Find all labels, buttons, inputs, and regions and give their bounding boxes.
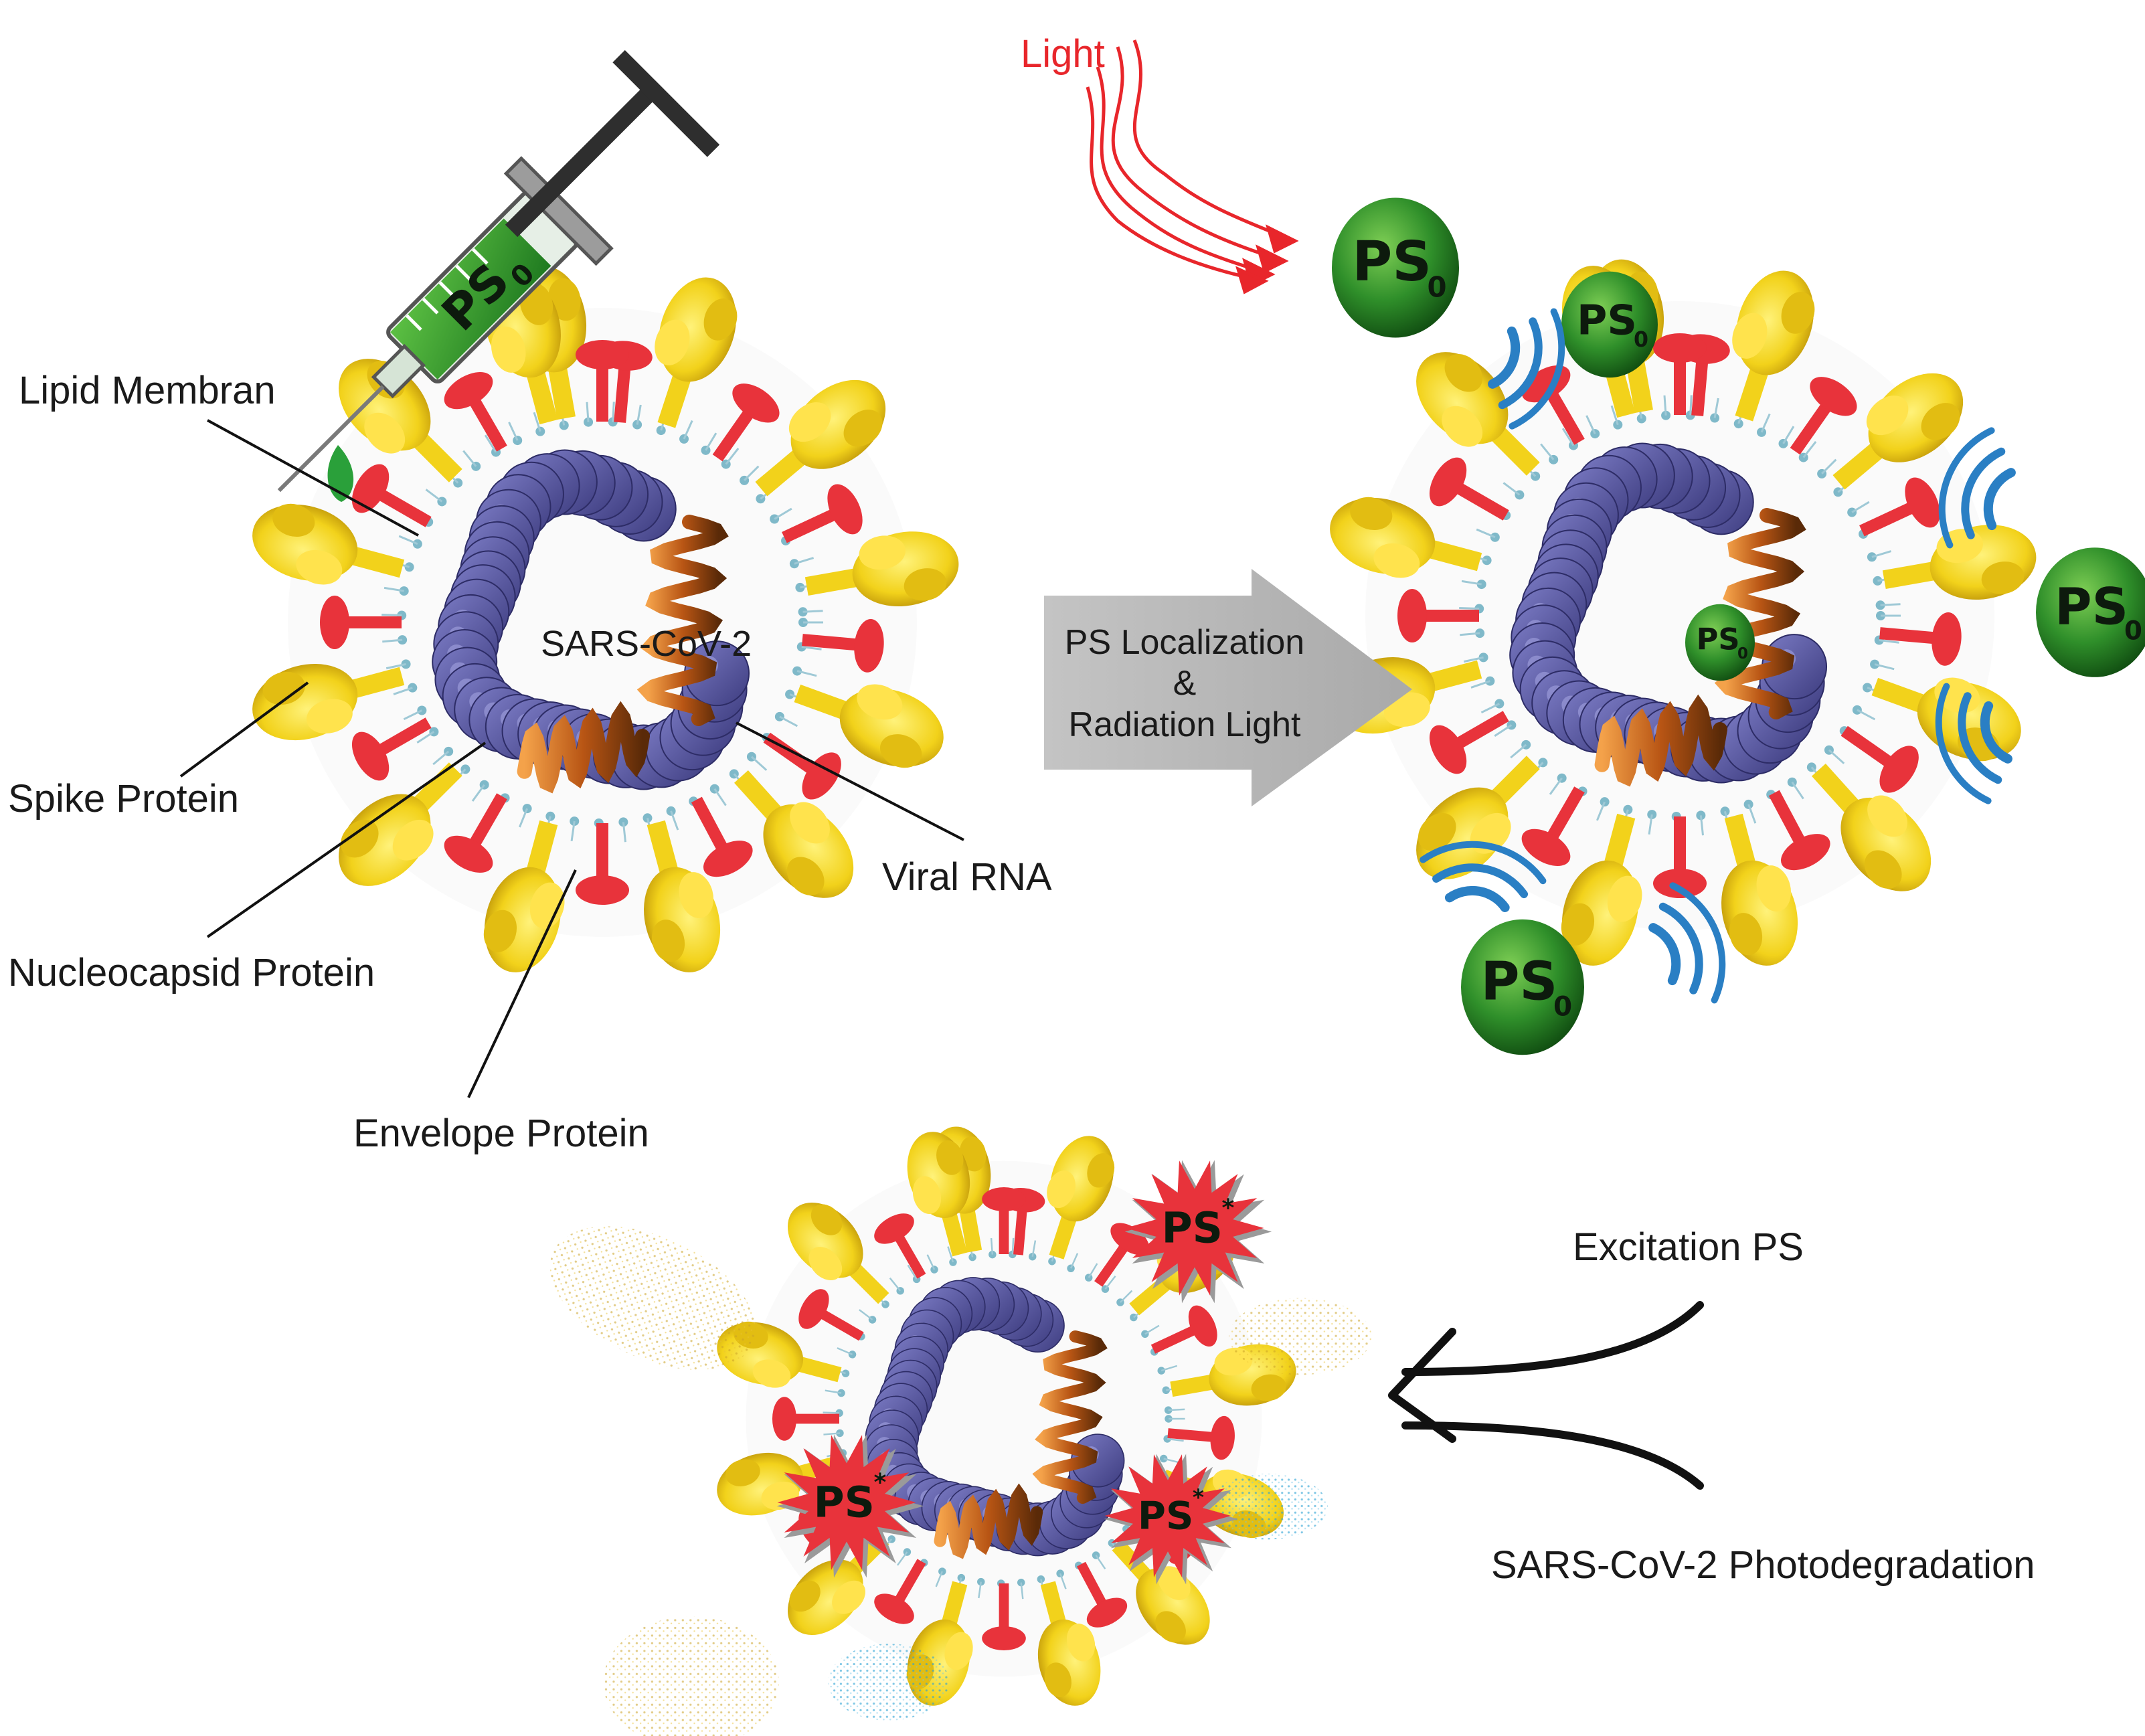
photosensitizer-4: PS0: [1461, 919, 1584, 1055]
process-line-3: Radiation Light: [1068, 705, 1301, 744]
waves-1: [1488, 308, 1565, 430]
excited-ps-2: PS*: [776, 1434, 924, 1578]
virus-with-photosensitizers: [1330, 259, 2037, 966]
svg-text:PS: PS: [1352, 230, 1432, 294]
label-viral-rna: Viral RNA: [882, 855, 1052, 899]
viral-rna: [517, 515, 729, 794]
svg-text:*: *: [1193, 1485, 1204, 1510]
process-line-1: PS Localization: [1064, 623, 1305, 662]
waves-4: [1420, 841, 1547, 912]
excited-ps-3: PS*: [1104, 1454, 1238, 1585]
svg-text:*: *: [874, 1469, 887, 1496]
label-lipid-membrane: Lipid Membran: [19, 369, 276, 412]
photosensitizer-5: PS0: [1685, 604, 1755, 681]
svg-text:0: 0: [1553, 990, 1572, 1022]
drop: [327, 445, 354, 502]
waves-3: [1935, 683, 2012, 804]
viral-rna: [1594, 508, 1806, 787]
label-nucleocapsid-protein: Nucleocapsid Protein: [8, 951, 375, 994]
photosensitizer-2: PS0: [1561, 271, 1658, 378]
viral-rna: [934, 1330, 1108, 1559]
svg-text:*: *: [1222, 1195, 1235, 1222]
svg-text:0: 0: [1634, 328, 1648, 352]
process-arrow-text: PS Localization & Radiation Light: [1057, 622, 1312, 746]
photosensitizer-3: PS0: [2036, 547, 2145, 677]
return-arrows: [1388, 1301, 1704, 1490]
leader-lines: [179, 419, 964, 1098]
svg-text:PS: PS: [1162, 1204, 1223, 1253]
svg-text:PS: PS: [1577, 296, 1637, 344]
process-line-2: &: [1173, 664, 1197, 703]
waves-5: [1648, 882, 1726, 1004]
svg-text:PS: PS: [1480, 950, 1557, 1012]
svg-text:PS: PS: [2055, 578, 2128, 636]
excited-ps-1: PS*: [1124, 1160, 1272, 1304]
label-envelope-protein: Envelope Protein: [353, 1112, 649, 1155]
membrane-proteins: [320, 340, 884, 905]
svg-text:0: 0: [2124, 616, 2142, 646]
svg-text:PS: PS: [814, 1478, 875, 1527]
label-excitation: Excitation PS: [1573, 1225, 1804, 1269]
process-arrow: [1044, 569, 1412, 806]
label-light: Light: [1021, 32, 1105, 76]
label-spike-protein: Spike Protein: [8, 777, 239, 820]
membrane-proteins: [1397, 333, 1962, 898]
label-photodegradation: SARS-CoV-2 Photodegradation: [1491, 1543, 2035, 1587]
spike-proteins: [252, 266, 959, 972]
svg-text:0: 0: [1428, 271, 1447, 304]
light-rays: [1086, 39, 1299, 294]
svg-text:PS: PS: [1697, 621, 1740, 657]
waves-2: [1938, 427, 2016, 549]
photosensitizer-1: PS0: [1332, 197, 1459, 338]
virus-intact: [252, 266, 959, 972]
svg-text:PS: PS: [1138, 1494, 1193, 1539]
svg-text:0: 0: [1737, 645, 1748, 663]
label-virus-name: SARS-CoV-2: [541, 624, 752, 664]
